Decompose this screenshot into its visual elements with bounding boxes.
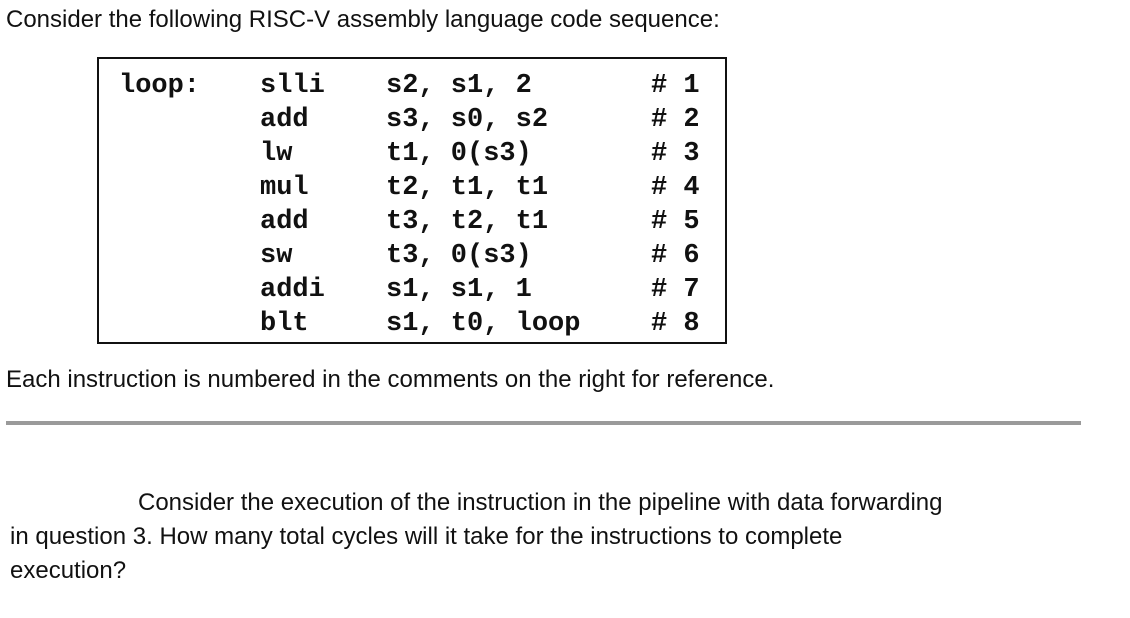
code-comment: # 1 (651, 71, 700, 101)
code-comment: # 8 (651, 309, 700, 339)
code-comment: # 2 (651, 105, 700, 135)
question-line: in question 3. How many total cycles wil… (10, 523, 843, 550)
code-operands: s1, s1, 1 (386, 275, 532, 305)
code-opcode: add (260, 105, 309, 135)
section-divider (6, 421, 1081, 425)
question-line: execution? (10, 557, 127, 584)
code-comment: # 4 (651, 173, 700, 203)
code-comment: # 3 (651, 139, 700, 169)
code-comment: # 5 (651, 207, 700, 237)
code-opcode: sw (260, 241, 293, 271)
code-operands: t2, t1, t1 (386, 173, 549, 203)
intro-text: Consider the following RISC-V assembly l… (6, 6, 720, 33)
code-label: loop: (119, 71, 201, 101)
code-operands: s3, s0, s2 (386, 105, 549, 135)
code-operands: t3, t2, t1 (386, 207, 549, 237)
code-opcode: slli (260, 71, 325, 101)
code-operands: t3, 0(s3) (386, 241, 532, 271)
code-opcode: lw (260, 139, 293, 169)
code-operands: s1, t0, loop (386, 309, 581, 339)
reference-note: Each instruction is numbered in the comm… (6, 366, 775, 393)
question-text: Consider the execution of the instructio… (10, 486, 1122, 588)
code-listing: loop: slli s2, s1, 2 # 1 add s3, s0, s2 … (97, 57, 727, 344)
code-opcode: blt (260, 309, 309, 339)
code-opcode: add (260, 207, 309, 237)
code-comment: # 7 (651, 275, 700, 305)
code-operands: s2, s1, 2 (386, 71, 532, 101)
code-opcode: mul (260, 173, 309, 203)
question-line: Consider the execution of the instructio… (138, 489, 943, 516)
code-operands: t1, 0(s3) (386, 139, 532, 169)
code-opcode: addi (260, 275, 325, 305)
code-comment: # 6 (651, 241, 700, 271)
